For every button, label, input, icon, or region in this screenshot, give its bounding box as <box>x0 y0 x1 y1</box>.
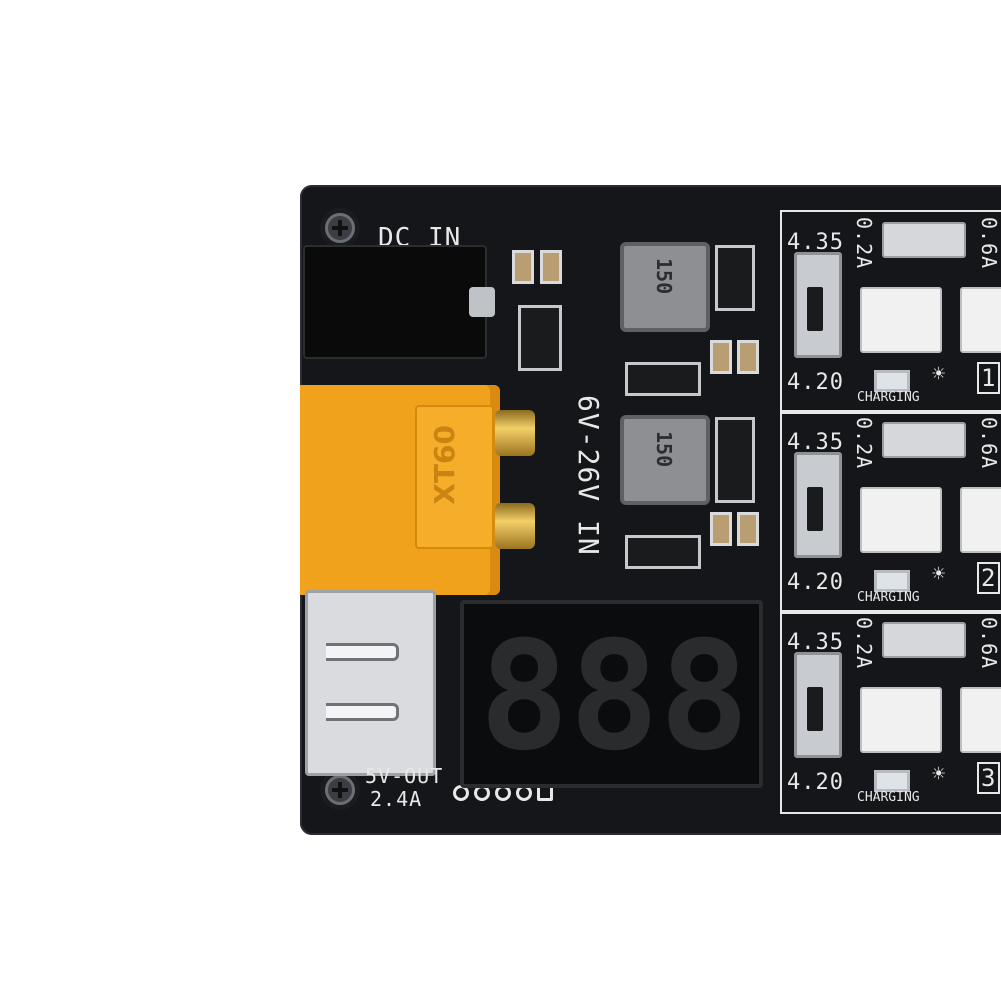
charger-board: DC IN XT60 6V-26V IN 5V-OUT 2.4A 8 8 8 1… <box>300 185 1001 835</box>
usb-slot-top <box>326 643 399 661</box>
channel-3-i-high: 0.6A <box>977 617 1001 670</box>
channel-1-battery-port[interactable] <box>860 287 942 353</box>
usb-port[interactable] <box>305 590 436 776</box>
diode-3 <box>715 417 755 503</box>
display-digit-2: 8 <box>569 610 660 784</box>
channel-2-number: 2 <box>977 562 1001 594</box>
usb-out-label-2: 2.4A <box>370 787 423 811</box>
channel-2-voltage-switch[interactable] <box>794 452 842 558</box>
usb-out-label-1: 5V-OUT <box>365 764 444 788</box>
cap-3 <box>710 340 732 374</box>
xt60-pin-top <box>495 410 535 456</box>
display-digit-1: 8 <box>479 610 570 784</box>
channel-1-number: 1 <box>977 362 1001 394</box>
channel-3-led <box>874 770 910 792</box>
cap-2 <box>540 250 562 284</box>
channel-3-number: 3 <box>977 762 1001 794</box>
channel-1-v-low: 4.20 <box>787 370 844 395</box>
channel-3-status: CHARGING <box>857 790 920 805</box>
channel-3-bulb-icon: ☀ <box>932 762 947 787</box>
channel-2-v-high: 4.35 <box>787 430 844 455</box>
channel-3-battery-port-2[interactable] <box>960 687 1001 753</box>
input-range-label: 6V-26V IN <box>572 395 605 556</box>
channel-2-current-switch[interactable] <box>882 422 966 458</box>
screw-top <box>325 213 355 243</box>
xt60-connector[interactable]: XT60 <box>300 385 500 595</box>
channel-2-battery-port[interactable] <box>860 487 942 553</box>
channel-1-voltage-switch[interactable] <box>794 252 842 358</box>
diode-2 <box>715 245 755 311</box>
diode-5 <box>625 535 701 569</box>
channel-2-bulb-icon: ☀ <box>932 562 947 587</box>
channel-1-status: CHARGING <box>857 390 920 405</box>
screw-bottom <box>325 775 355 805</box>
channel-3: 4.35 4.20 0.2A 0.6A CHARGING ☀ 3 <box>780 610 1001 814</box>
channel-3-v-low: 4.20 <box>787 770 844 795</box>
channel-2-status: CHARGING <box>857 590 920 605</box>
inductor-2: 150 <box>620 415 710 505</box>
channel-2-battery-port-2[interactable] <box>960 487 1001 553</box>
channel-2-i-high: 0.6A <box>977 417 1001 470</box>
channel-3-current-switch[interactable] <box>882 622 966 658</box>
channel-3-v-high: 4.35 <box>787 630 844 655</box>
usb-slot-bottom <box>326 703 399 721</box>
xt60-face <box>415 405 494 549</box>
channel-3-battery-port[interactable] <box>860 687 942 753</box>
channel-2: 4.35 4.20 0.2A 0.6A CHARGING ☀ 2 <box>780 410 1001 614</box>
channel-1: 4.35 4.20 0.2A 0.6A CHARGING ☀ 1 <box>780 210 1001 414</box>
cap-4 <box>737 340 759 374</box>
channel-2-v-low: 4.20 <box>787 570 844 595</box>
diode-1 <box>518 305 562 371</box>
channel-1-bulb-icon: ☀ <box>932 362 947 387</box>
channel-1-i-high: 0.6A <box>977 217 1001 270</box>
xt60-label: XT60 <box>428 425 461 505</box>
dc-jack[interactable] <box>303 245 495 359</box>
display-digit-3: 8 <box>659 610 750 784</box>
channel-3-i-low: 0.2A <box>852 617 876 670</box>
seven-segment-display: 8 8 8 <box>460 600 763 788</box>
channel-1-current-switch[interactable] <box>882 222 966 258</box>
inductor-1: 150 <box>620 242 710 332</box>
channel-1-v-high: 4.35 <box>787 230 844 255</box>
cap-1 <box>512 250 534 284</box>
channel-1-battery-port-2[interactable] <box>960 287 1001 353</box>
header-holes <box>453 785 558 805</box>
xt60-pin-bottom <box>495 503 535 549</box>
channel-3-voltage-switch[interactable] <box>794 652 842 758</box>
channel-1-led <box>874 370 910 392</box>
channel-2-led <box>874 570 910 592</box>
channel-1-i-low: 0.2A <box>852 217 876 270</box>
diode-4 <box>625 362 701 396</box>
cap-5 <box>710 512 732 546</box>
cap-6 <box>737 512 759 546</box>
channel-2-i-low: 0.2A <box>852 417 876 470</box>
